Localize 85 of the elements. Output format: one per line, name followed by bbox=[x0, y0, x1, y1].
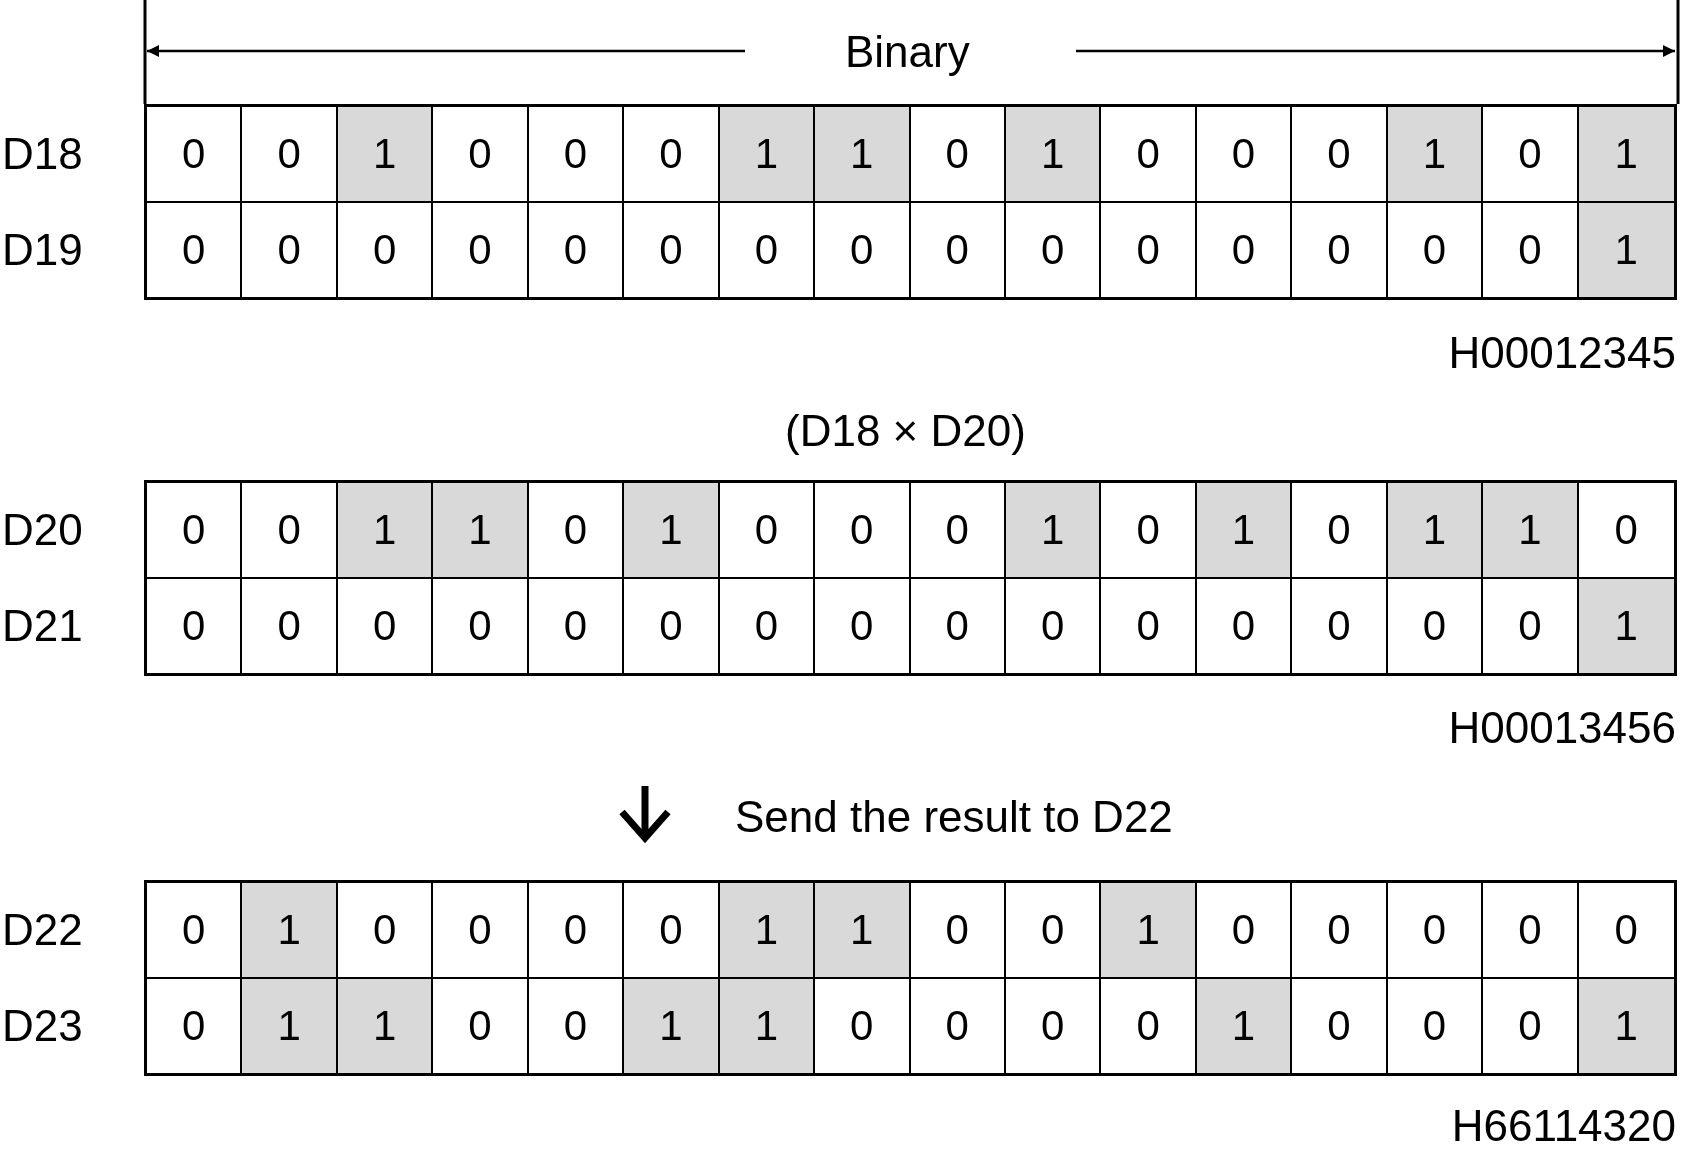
bit-cell: 0 bbox=[1196, 203, 1293, 297]
bit-cell: 0 bbox=[1101, 107, 1197, 203]
bit-cell: 0 bbox=[433, 579, 529, 673]
bit-cell: 0 bbox=[1292, 883, 1388, 979]
bit-cell: 0 bbox=[528, 883, 625, 979]
bit-cell: 0 bbox=[147, 107, 243, 203]
bit-cell: 1 bbox=[1578, 579, 1674, 673]
bit-cell: 0 bbox=[1292, 979, 1388, 1073]
bit-cell: 0 bbox=[1387, 203, 1484, 297]
bit-cell: 0 bbox=[1387, 883, 1484, 979]
bit-cell: 1 bbox=[1005, 483, 1102, 579]
bit-cell: 1 bbox=[1483, 483, 1579, 579]
bit-cell: 0 bbox=[528, 203, 625, 297]
register-label: D19 bbox=[2, 228, 83, 272]
bit-cell: 1 bbox=[815, 883, 911, 979]
register-label: D20 bbox=[2, 508, 83, 552]
bit-cell: 1 bbox=[719, 883, 816, 979]
hex-value-label: H00012345 bbox=[1448, 331, 1676, 375]
bit-cell: 1 bbox=[1578, 107, 1674, 203]
bit-cell: 0 bbox=[147, 203, 243, 297]
bit-cell: 0 bbox=[1101, 203, 1197, 297]
bit-cell: 0 bbox=[1005, 979, 1102, 1073]
operation-label: (D18 × D20) bbox=[785, 409, 1026, 453]
bit-cell: 0 bbox=[433, 203, 529, 297]
bit-cell: 0 bbox=[815, 979, 911, 1073]
bit-cell: 1 bbox=[1387, 483, 1484, 579]
bit-cell: 0 bbox=[719, 483, 816, 579]
bit-cell: 0 bbox=[433, 107, 529, 203]
bit-cell: 0 bbox=[1292, 203, 1388, 297]
bit-cell: 1 bbox=[1387, 107, 1484, 203]
bit-cell: 0 bbox=[1483, 883, 1579, 979]
bit-cell: 0 bbox=[528, 107, 625, 203]
bit-cell: 1 bbox=[719, 979, 816, 1073]
bit-cell: 0 bbox=[815, 203, 911, 297]
bit-cell: 0 bbox=[242, 203, 338, 297]
bit-cell: 1 bbox=[1196, 979, 1293, 1073]
bit-cell: 0 bbox=[910, 883, 1006, 979]
register-label: D21 bbox=[2, 604, 83, 648]
bit-cell: 0 bbox=[147, 483, 243, 579]
bit-cell: 0 bbox=[1292, 579, 1388, 673]
bit-cell: 1 bbox=[1005, 107, 1102, 203]
bit-cell: 1 bbox=[1101, 883, 1197, 979]
bit-cell: 0 bbox=[528, 579, 625, 673]
bit-cell: 0 bbox=[147, 579, 243, 673]
bit-cell: 1 bbox=[337, 107, 434, 203]
bit-cell: 1 bbox=[719, 107, 816, 203]
register-label: D18 bbox=[2, 132, 83, 176]
bit-cell: 1 bbox=[433, 483, 529, 579]
bit-cell: 0 bbox=[624, 579, 720, 673]
bit-cell: 0 bbox=[910, 979, 1006, 1073]
bit-cell: 1 bbox=[1196, 483, 1293, 579]
bit-cell: 0 bbox=[433, 979, 529, 1073]
bit-cell: 1 bbox=[1578, 203, 1674, 297]
bit-cell: 1 bbox=[337, 483, 434, 579]
bit-cell: 0 bbox=[1387, 579, 1484, 673]
bit-cell: 1 bbox=[624, 979, 720, 1073]
bit-cell: 0 bbox=[1101, 579, 1197, 673]
bit-cell: 0 bbox=[910, 579, 1006, 673]
bit-cell: 0 bbox=[433, 883, 529, 979]
bit-cell: 1 bbox=[815, 107, 911, 203]
bit-cell: 0 bbox=[719, 579, 816, 673]
bit-cell: 1 bbox=[624, 483, 720, 579]
register-label: D22 bbox=[2, 908, 83, 952]
bit-cell: 0 bbox=[1005, 579, 1102, 673]
register-label: D23 bbox=[2, 1004, 83, 1048]
bit-cell: 0 bbox=[337, 203, 434, 297]
bit-cell: 1 bbox=[242, 979, 338, 1073]
bit-cell: 0 bbox=[624, 203, 720, 297]
bit-cell: 0 bbox=[719, 203, 816, 297]
bit-cell: 0 bbox=[1387, 979, 1484, 1073]
bit-cell: 0 bbox=[242, 579, 338, 673]
dimension-label: Binary bbox=[845, 30, 970, 74]
instruction-label: Send the result to D22 bbox=[735, 795, 1173, 839]
bit-cell: 1 bbox=[242, 883, 338, 979]
bit-cell: 1 bbox=[337, 979, 434, 1073]
hex-value-label: H00013456 bbox=[1448, 706, 1676, 750]
bit-cell: 0 bbox=[1005, 203, 1102, 297]
bit-cell: 0 bbox=[815, 483, 911, 579]
bit-cell: 0 bbox=[910, 203, 1006, 297]
bit-cell: 0 bbox=[1196, 107, 1293, 203]
bit-cell: 1 bbox=[1578, 979, 1674, 1073]
bit-cell: 0 bbox=[815, 579, 911, 673]
bit-cell: 0 bbox=[1196, 579, 1293, 673]
bit-cell: 0 bbox=[337, 579, 434, 673]
hex-value-label: H66114320 bbox=[1451, 1104, 1676, 1148]
